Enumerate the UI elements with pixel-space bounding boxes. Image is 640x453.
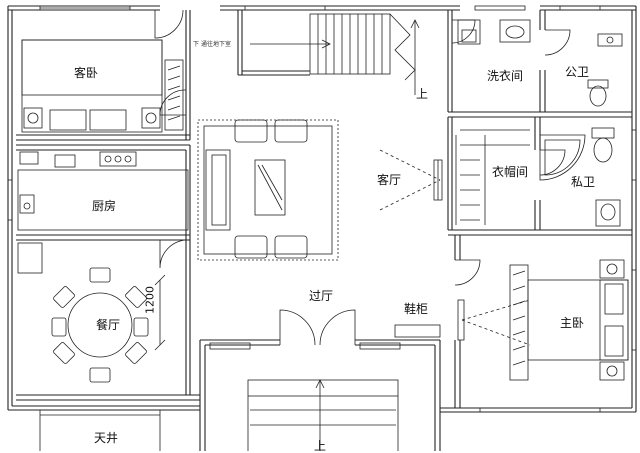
room-label-laundry: 洗衣间 <box>486 69 524 83</box>
room-label-dining: 餐厅 <box>95 318 121 332</box>
up-arrow-label-entry: 上 <box>313 439 327 453</box>
room-label-light-well: 天井 <box>93 431 119 445</box>
room-label-master-bedroom: 主卧 <box>559 316 585 330</box>
tv-cabinet <box>379 149 443 211</box>
room-label-closet: 衣帽间 <box>491 165 529 179</box>
guest-bed <box>21 39 184 133</box>
interior-walls <box>16 10 632 451</box>
closet-racks <box>455 129 530 225</box>
dining-dimension: 1200 <box>143 286 157 314</box>
wc-fixtures <box>457 19 623 107</box>
light-well <box>39 410 161 451</box>
private-wc-fixtures <box>539 127 621 227</box>
sofa-set <box>197 119 339 261</box>
room-label-shoe-cabinet: 鞋柜 <box>403 302 429 316</box>
room-label-living: 客厅 <box>376 173 402 187</box>
room-label-kitchen: 厨房 <box>91 199 117 213</box>
staircase <box>250 13 420 95</box>
dining-set <box>17 242 166 383</box>
up-arrow-label-main: 上 <box>415 87 429 101</box>
room-label-public-wc: 公卫 <box>564 65 590 79</box>
kitchen-fixtures <box>17 151 189 231</box>
entry-steps <box>247 379 399 451</box>
room-label-hall: 过厅 <box>308 289 334 303</box>
shoe-cabinet-rect <box>394 324 441 338</box>
stair-note: 下 通往地下室 <box>193 41 231 48</box>
windows <box>7 5 637 413</box>
room-label-private-wc: 私卫 <box>570 175 596 189</box>
master-bed <box>457 259 629 381</box>
room-label-guest-bedroom: 客卧 <box>73 66 99 80</box>
